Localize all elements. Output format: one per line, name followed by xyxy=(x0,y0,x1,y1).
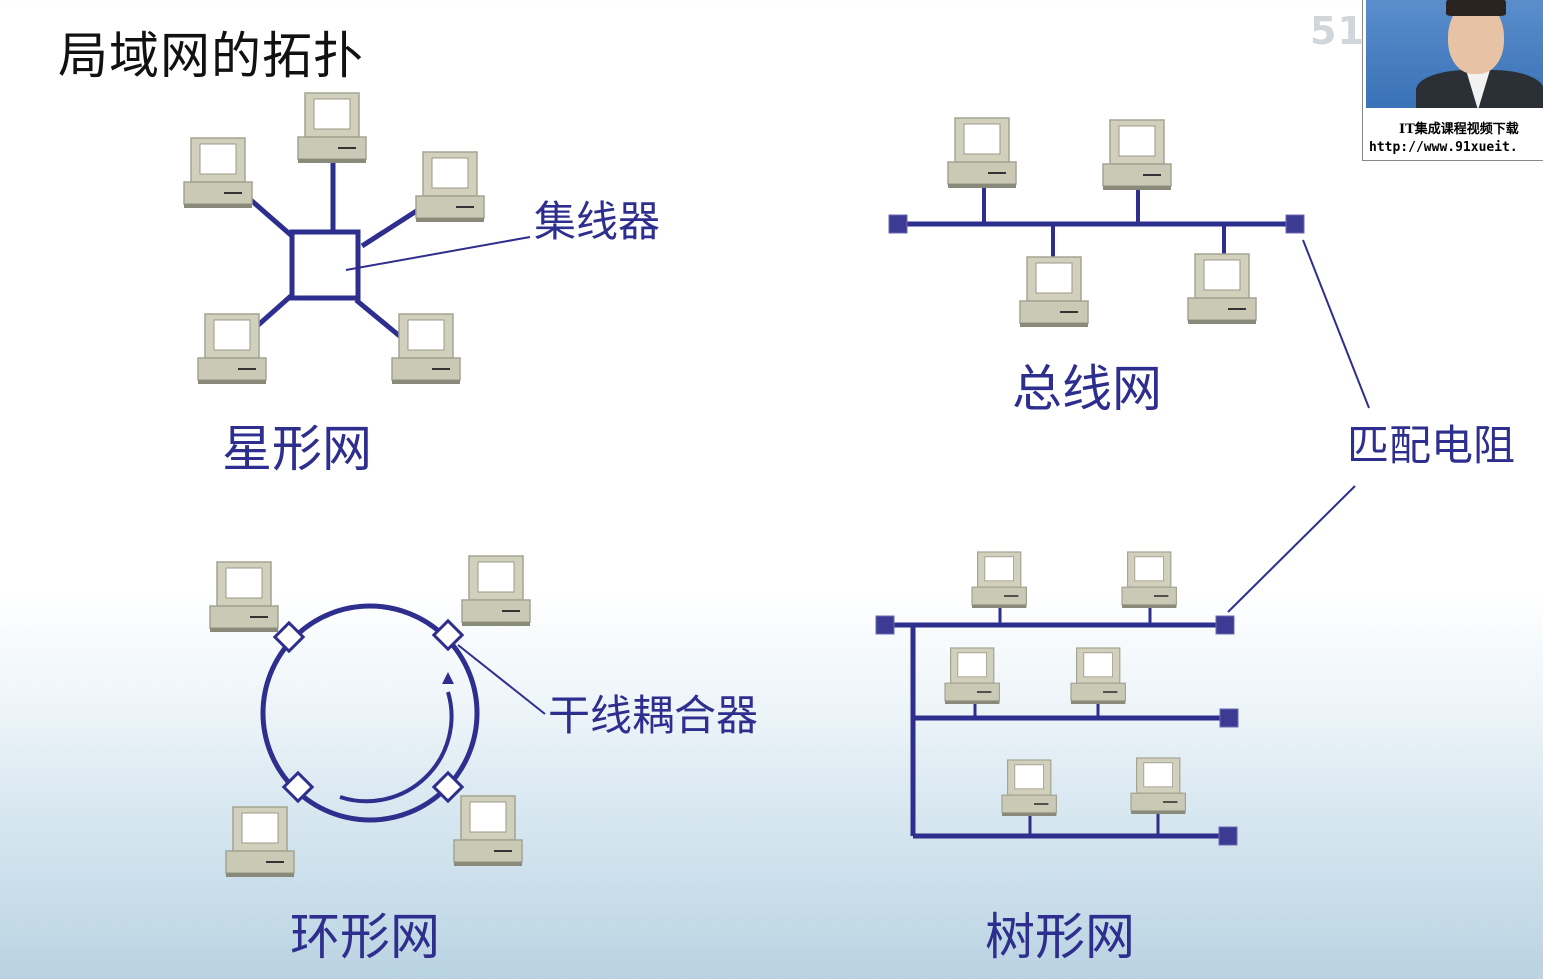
promo-line-1: IT集成课程视频下载 xyxy=(1399,122,1519,137)
bus-terminator-right xyxy=(1285,214,1305,234)
star-computer-5 xyxy=(391,313,461,385)
ring-direction-arrow xyxy=(339,691,454,804)
ring-computer-2 xyxy=(461,555,531,627)
star-computer-2 xyxy=(183,137,253,209)
ring-network: 干线耦合器 环形网 xyxy=(209,555,758,966)
hub xyxy=(289,229,361,301)
promo-panel: IT集成课程视频下载 http://www.91xueit. xyxy=(1362,0,1543,161)
star-computer-4 xyxy=(197,313,267,385)
tree-computer-1 xyxy=(971,551,1028,609)
tree-network: 树形网 xyxy=(875,551,1239,966)
tree-terminator-1 xyxy=(875,615,895,635)
bus-computer-4 xyxy=(1187,253,1257,325)
ring-computer-4 xyxy=(453,795,523,867)
ring-couplers xyxy=(272,618,465,804)
promo-line-2: http://www.91xueit. xyxy=(1369,140,1518,155)
tree-label: 树形网 xyxy=(985,908,1135,966)
hub-pointer xyxy=(345,236,531,271)
bus-label: 总线网 xyxy=(1012,360,1162,418)
star-computer-3 xyxy=(415,151,485,223)
tree-terminator-2 xyxy=(1215,615,1235,635)
tree-computer-5 xyxy=(1001,759,1058,817)
coupler-label: 干线耦合器 xyxy=(548,691,758,740)
terminator-label: 匹配电阻 xyxy=(1347,421,1515,470)
tree-lines xyxy=(885,622,1229,839)
star-network: 集线器 星形网 xyxy=(183,92,660,478)
star-links xyxy=(243,160,420,340)
tree-computer-3 xyxy=(944,647,1001,705)
bus-computer-1 xyxy=(947,117,1017,189)
bus-network: 总线网 xyxy=(888,117,1305,418)
star-label: 星形网 xyxy=(222,420,372,478)
bus-terminator-left xyxy=(888,214,908,234)
tree-computer-6 xyxy=(1130,757,1187,815)
ring-label: 环形网 xyxy=(290,908,440,966)
bus-computer-2 xyxy=(1102,119,1172,191)
presenter-photo xyxy=(1366,0,1543,108)
slide-title: 局域网的拓扑 xyxy=(58,27,364,85)
ring-computer-1 xyxy=(209,561,279,633)
tree-computer-4 xyxy=(1070,647,1127,705)
ring-computer-3 xyxy=(225,806,295,878)
ring xyxy=(260,603,480,823)
hub-label: 集线器 xyxy=(534,197,660,246)
terminator-pointer-tree xyxy=(1227,485,1356,613)
tree-computer-2 xyxy=(1121,551,1178,609)
terminator-pointer-bus xyxy=(1302,239,1370,409)
star-computer-1 xyxy=(297,92,367,164)
bus-drops xyxy=(982,186,1226,258)
bus-computer-3 xyxy=(1019,256,1089,328)
tree-terminator-3 xyxy=(1219,708,1239,728)
tree-terminator-4 xyxy=(1218,826,1238,846)
coupler-pointer xyxy=(457,644,546,715)
